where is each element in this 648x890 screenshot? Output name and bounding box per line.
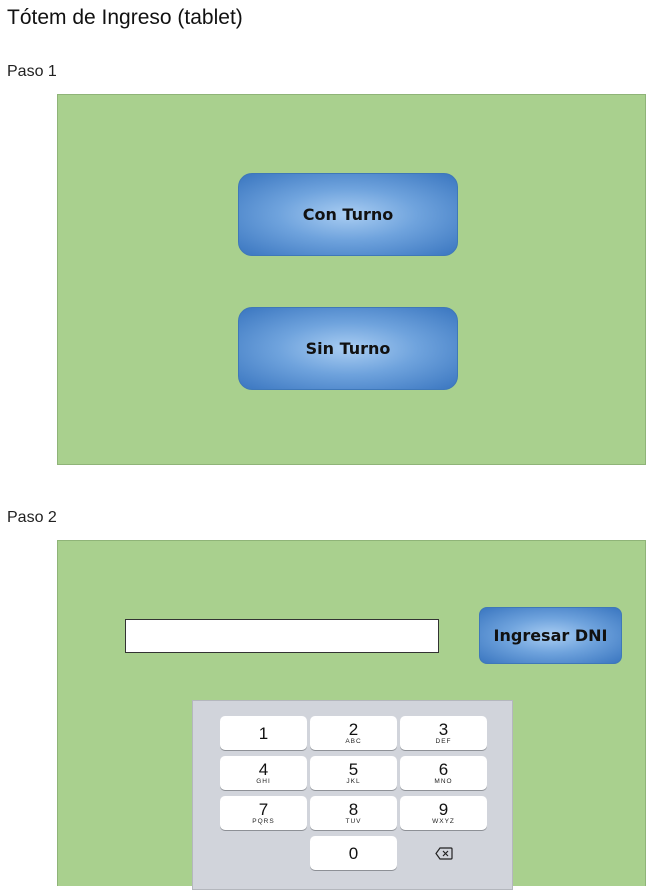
- ingresar-dni-button[interactable]: Ingresar DNI: [479, 607, 622, 664]
- page-title: Tótem de Ingreso (tablet): [7, 6, 243, 29]
- key-3[interactable]: 3 DEF: [400, 716, 487, 750]
- step1-label: Paso 1: [7, 63, 57, 80]
- key-letters: GHI: [256, 777, 271, 785]
- key-number: 1: [258, 723, 269, 743]
- key-letters: WXYZ: [432, 817, 455, 825]
- key-letters: JKL: [346, 777, 361, 785]
- con-turno-button[interactable]: Con Turno: [238, 173, 458, 256]
- key-1[interactable]: 1: [220, 716, 307, 750]
- key-5[interactable]: 5 JKL: [310, 756, 397, 790]
- backspace-icon: [434, 846, 453, 860]
- step1-panel: Con Turno Sin Turno: [57, 94, 646, 465]
- key-letters: DEF: [435, 737, 452, 745]
- key-2[interactable]: 2 ABC: [310, 716, 397, 750]
- step2-label: Paso 2: [7, 509, 57, 526]
- key-number: 3: [438, 719, 449, 739]
- step2-panel: Ingresar DNI 1 2 ABC 3 DEF 4 GHI 5 JKL 6…: [57, 540, 646, 890]
- key-number: 2: [348, 719, 359, 739]
- key-letters: ABC: [345, 737, 362, 745]
- key-number: 9: [438, 799, 449, 819]
- key-number: 5: [348, 759, 359, 779]
- key-number: 4: [258, 759, 269, 779]
- key-9[interactable]: 9 WXYZ: [400, 796, 487, 830]
- key-6[interactable]: 6 MNO: [400, 756, 487, 790]
- sin-turno-button[interactable]: Sin Turno: [238, 307, 458, 390]
- key-8[interactable]: 8 TUV: [310, 796, 397, 830]
- key-7[interactable]: 7 PQRS: [220, 796, 307, 830]
- key-number: 7: [258, 799, 269, 819]
- key-4[interactable]: 4 GHI: [220, 756, 307, 790]
- dni-input[interactable]: [125, 619, 439, 653]
- key-number: 8: [348, 799, 359, 819]
- key-0[interactable]: 0: [310, 836, 397, 870]
- key-number: 0: [348, 843, 359, 863]
- key-letters: PQRS: [252, 817, 275, 825]
- key-number: 6: [438, 759, 449, 779]
- key-letters: TUV: [345, 817, 362, 825]
- key-letters: MNO: [434, 777, 453, 785]
- backspace-key[interactable]: [400, 836, 487, 870]
- numeric-keypad: 1 2 ABC 3 DEF 4 GHI 5 JKL 6 MNO 7 PQRS 8: [192, 700, 513, 890]
